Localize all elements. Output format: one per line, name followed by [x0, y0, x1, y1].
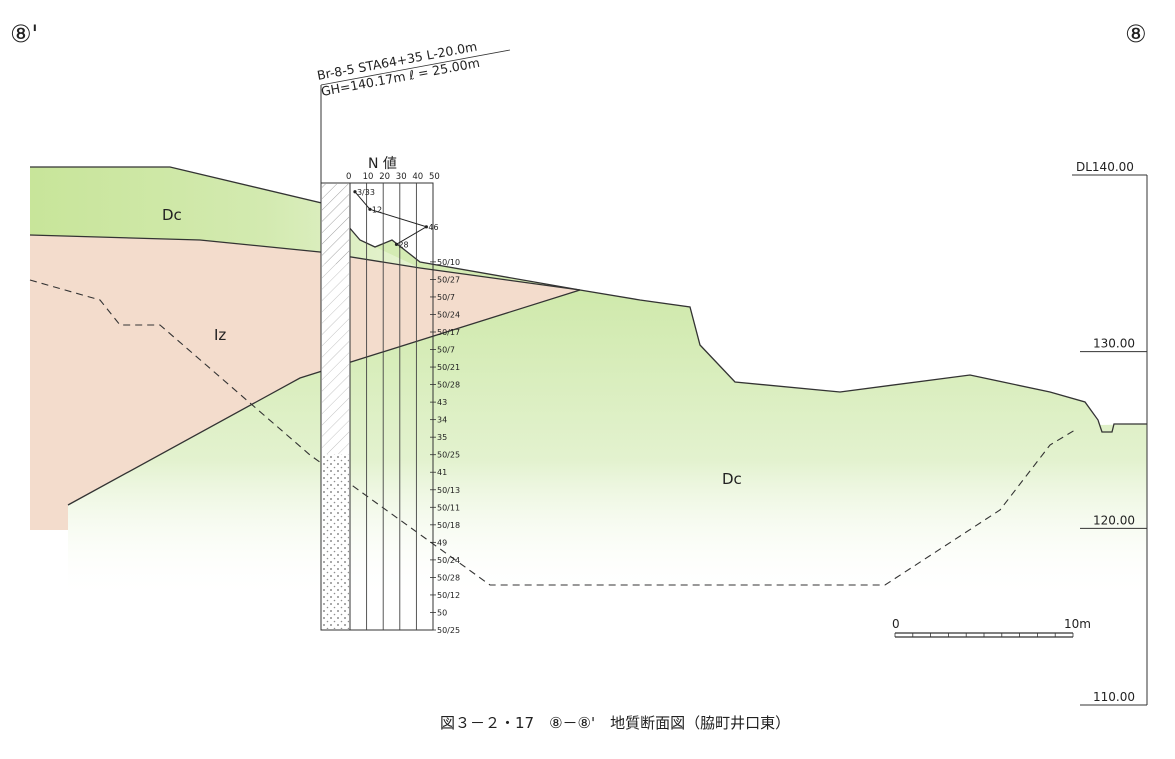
n-value-point [394, 242, 399, 246]
scale-bar: 0 10m [892, 617, 1091, 638]
n-side-label: 34 [437, 416, 447, 425]
n-side-label: 50/24 [437, 556, 460, 565]
borehole-log-hatch-mid [322, 264, 349, 454]
borehole-log-gravel [322, 454, 349, 629]
n-side-label: 35 [437, 433, 447, 442]
n-tick-label: 50 [429, 172, 440, 182]
elevation-label: DL140.00 [1076, 160, 1134, 174]
n-value-label: 3/33 [357, 188, 375, 197]
ground-surface-line [30, 166, 1147, 433]
layer-iz-fill [30, 235, 580, 530]
n-side-label: 50/11 [437, 503, 460, 512]
n-side-label: 49 [437, 538, 447, 547]
layer-dc-upper-fill-right [360, 240, 580, 290]
n-value-point [353, 190, 357, 194]
n-value-grid-frame [349, 182, 434, 631]
n-side-label: 50/28 [437, 381, 460, 390]
n-side-label: 50/7 [437, 293, 455, 302]
n-side-label: 50/24 [437, 310, 460, 319]
n-side-label: 50/13 [437, 486, 460, 495]
n-value-label: 28 [398, 240, 408, 249]
n-tick-label: 40 [412, 172, 423, 182]
n-tick-label: 0 [346, 172, 351, 182]
n-value-point [424, 225, 428, 229]
n-value-point [368, 207, 372, 211]
elevation-label: 120.00 [1093, 513, 1135, 527]
n-side-label: 50/7 [437, 346, 455, 355]
n-side-label: 50 [437, 608, 447, 617]
n-side-label: 50/18 [437, 521, 460, 530]
n-side-label: 43 [437, 398, 447, 407]
elevation-label: 110.00 [1093, 690, 1135, 704]
n-side-label: 50/27 [437, 275, 460, 284]
n-side-label: 50/17 [437, 328, 460, 337]
n-side-label: 50/12 [437, 591, 460, 600]
figure-caption: 図３－２・17 ⑧－⑧' 地質断面図（脇町井口東） [440, 714, 790, 732]
n-value-tick-labels: 0 10 20 30 40 50 [346, 172, 440, 182]
borehole-log-hatch-upper [322, 184, 349, 264]
borehole-header: Br-8-5 STA64+35 L-20.0m GH=140.17m ℓ = 2… [316, 39, 511, 183]
n-side-label: 50/21 [437, 363, 460, 372]
layer-label-dc-upper: Dc [162, 206, 182, 224]
n-side-label: 41 [437, 468, 447, 477]
excavation-dashed-line [29, 279, 1076, 586]
section-marker-left: ⑧' [10, 20, 38, 48]
n-value-title: N 値 [368, 156, 397, 172]
n-tick-label: 20 [379, 172, 390, 182]
dc-iz-boundary-line [29, 234, 581, 291]
n-value-label: 12 [372, 205, 382, 214]
n-value-side-labels: 50/10 50/27 50/7 50/24 50/17 50/7 50/21 50/28 43… [430, 258, 460, 635]
n-value-grid [366, 183, 417, 630]
n-value-label: 46 [428, 223, 438, 232]
scale-bar-start-label: 0 [892, 617, 900, 631]
iz-dc-boundary-line [67, 289, 581, 506]
layer-label-dc-lower: Dc [722, 470, 742, 488]
n-tick-label: 30 [396, 172, 407, 182]
n-side-label: 50/10 [437, 258, 460, 267]
section-marker-right: ⑧ [1125, 20, 1147, 48]
n-value-series: 3/33 12 46 28 [353, 188, 439, 249]
elevation-label: 130.00 [1093, 337, 1135, 351]
layer-label-iz: Iz [214, 326, 226, 344]
n-side-label: 50/28 [437, 573, 460, 582]
n-tick-label: 10 [363, 172, 374, 182]
scale-bar-end-label: 10m [1064, 617, 1091, 631]
elevation-scale: DL140.00 130.00 120.00 110.00 [1072, 160, 1148, 706]
n-side-label: 50/25 [437, 626, 460, 635]
n-side-label: 50/25 [437, 451, 460, 460]
n-value-line [354, 191, 428, 245]
